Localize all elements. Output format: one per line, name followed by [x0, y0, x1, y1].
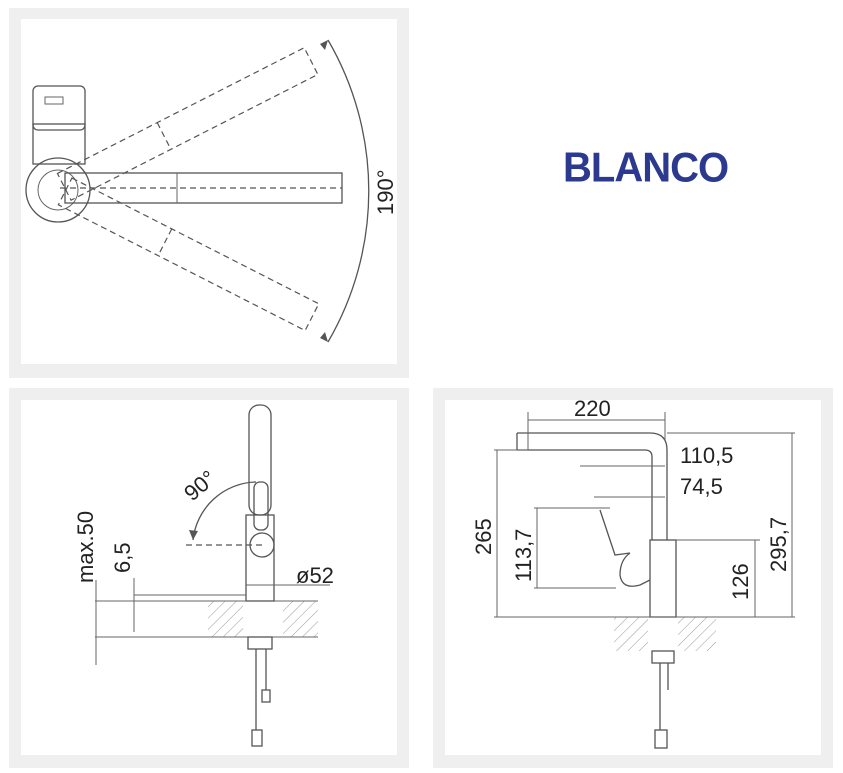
tap-body	[245, 514, 275, 602]
spout-bottom-edge	[517, 449, 653, 540]
handle-lever	[599, 509, 631, 556]
handle	[253, 481, 269, 531]
swivel-arc	[327, 39, 370, 343]
hole-diameter-label: ø52	[296, 563, 334, 588]
total-height-label: 295,7	[766, 517, 791, 572]
top-view-panel	[21, 19, 397, 364]
worktop-hole	[243, 601, 283, 637]
swivel-arrow-bottom	[320, 332, 328, 342]
spout-height-label: 265	[471, 518, 496, 555]
swivel-angle-label: 190°	[373, 169, 398, 215]
spout-upper-position	[56, 46, 319, 201]
tap-base-inner	[37, 169, 79, 211]
tilt-arrow	[189, 530, 198, 540]
tilt-arc	[192, 481, 257, 541]
shank-nut	[247, 636, 273, 650]
control-box	[32, 85, 86, 131]
brand-logo: BLANCO	[563, 144, 729, 191]
front-view-panel	[445, 400, 821, 755]
control-box-indicator	[44, 96, 64, 105]
worktop-hole-front	[648, 617, 678, 651]
shank-nut-front	[651, 650, 675, 664]
spout-top-edge	[517, 432, 668, 540]
swivel-arrow-top	[320, 40, 328, 50]
spout-lower-position	[57, 177, 320, 332]
handle-height-label: 113,7	[511, 529, 536, 582]
side-view-panel	[21, 400, 397, 755]
tap-neck	[32, 123, 86, 165]
hose-connector	[261, 689, 271, 703]
max-thickness-label: max.50	[73, 511, 98, 583]
base-height-label: 6,5	[110, 542, 135, 573]
tap-body-front	[649, 539, 677, 618]
spout-to-axis-label: 110,5	[680, 443, 733, 468]
hose-end	[251, 729, 263, 747]
handle-front	[619, 552, 651, 587]
reach-label: 220	[574, 396, 611, 421]
body-height-label: 126	[728, 563, 753, 600]
handle-to-axis-label: 74,5	[680, 474, 723, 499]
hose-end-front	[654, 729, 668, 749]
